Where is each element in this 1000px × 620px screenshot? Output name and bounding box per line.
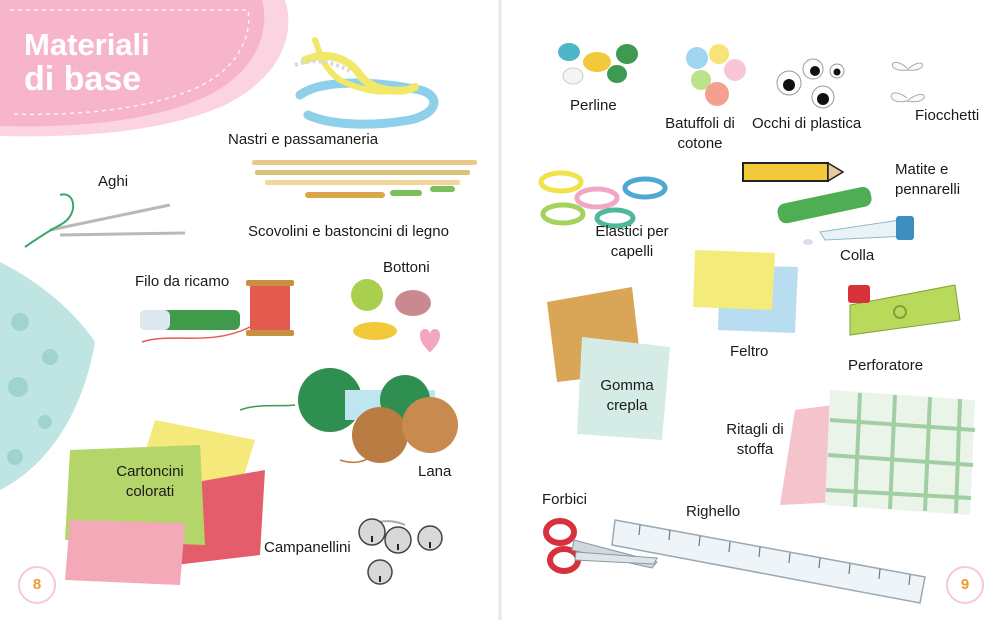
title-line-1: Materiali <box>24 27 150 62</box>
hair-elastics-illustration <box>538 170 668 229</box>
label-elastici: Elastici per capelli <box>595 223 669 260</box>
label-perline: Perline <box>570 97 617 114</box>
glue-illustration <box>803 216 914 245</box>
label-lana: Lana <box>418 463 452 480</box>
label-gomma: Gomma crepla <box>600 377 654 414</box>
bows-illustration <box>890 62 925 103</box>
embroidery-thread-illustration <box>140 280 294 343</box>
buttons-illustration <box>351 279 440 353</box>
book-gutter <box>498 0 502 620</box>
label-perforatore: Perforatore <box>848 357 924 374</box>
fabric-scraps-illustration <box>780 390 976 515</box>
label-ritagli: Ritagli di stoffa <box>726 421 784 458</box>
label-colla: Colla <box>840 247 875 264</box>
ruler-illustration <box>611 519 926 604</box>
label-fiocchetti: Fiocchetti <box>915 107 980 124</box>
page-number-right: 9 <box>946 566 984 604</box>
beads-illustration <box>558 43 638 85</box>
ribbons-illustration <box>294 37 439 129</box>
cardstock-illustration <box>65 420 265 585</box>
label-righello: Righello <box>686 503 741 520</box>
googly-eyes-illustration <box>776 58 845 109</box>
pompoms-illustration <box>686 44 746 106</box>
hole-punch-illustration <box>848 284 961 336</box>
scissors-illustration <box>543 518 658 574</box>
label-matite: Matite e pennarelli <box>895 161 961 198</box>
foam-sheets-illustration <box>547 287 670 440</box>
label-campanellini: Campanellini <box>264 539 351 556</box>
title-banner <box>0 0 289 137</box>
pipe-cleaners-illustration <box>252 160 477 198</box>
label-feltro: Feltro <box>730 343 769 360</box>
page-title: Materiali di base <box>24 27 150 98</box>
label-scovolini: Scovolini e bastoncini di legno <box>248 223 449 240</box>
label-filo: Filo da ricamo <box>135 273 230 290</box>
label-batuffoli: Batuffoli di cotone <box>665 115 735 152</box>
page-number-left: 8 <box>18 566 56 604</box>
bells-illustration <box>358 518 443 585</box>
label-aghi: Aghi <box>98 173 129 190</box>
left-page: Materiali di base Nastri e passamaneria … <box>0 0 477 604</box>
label-cartoncini: Cartoncini colorati <box>116 463 184 500</box>
pencil-marker-illustration <box>742 161 872 224</box>
title-line-2: di base <box>24 60 142 98</box>
felt-illustration <box>693 250 798 333</box>
label-occhi: Occhi di plastica <box>752 115 862 132</box>
right-page: Perline Batuffoli di cotone Occhi di pla… <box>500 0 1000 620</box>
label-bottoni: Bottoni <box>383 259 430 276</box>
label-forbici: Forbici <box>542 491 588 508</box>
needles-illustration <box>24 193 186 248</box>
teal-fabric-illustration <box>0 262 95 490</box>
label-nastri: Nastri e passamaneria <box>228 131 379 148</box>
yarn-illustration <box>239 368 458 464</box>
